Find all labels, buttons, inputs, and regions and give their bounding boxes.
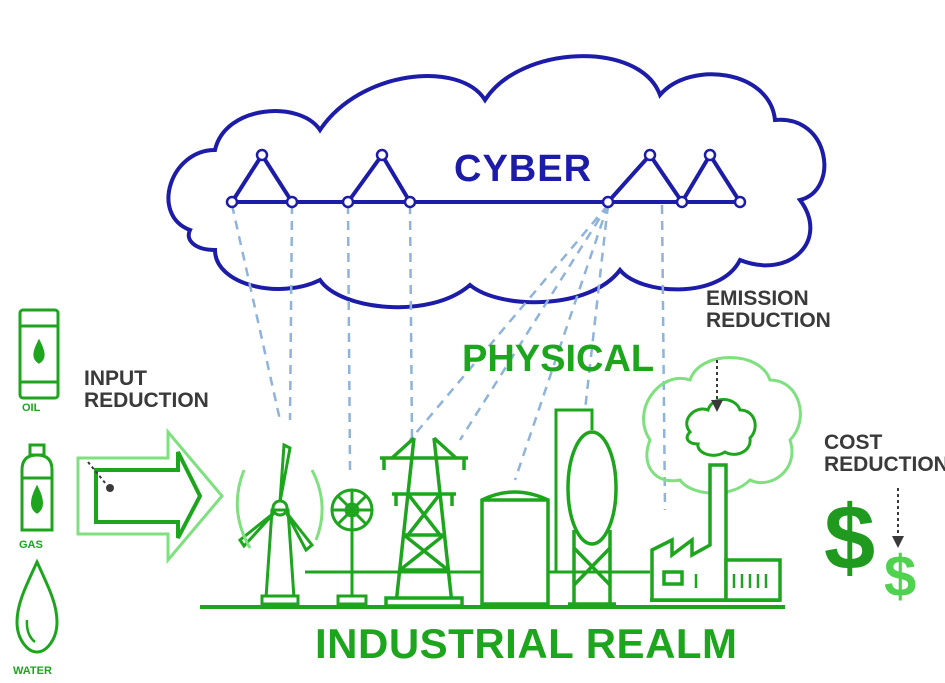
- wind-turbine-icon: [235, 442, 324, 606]
- emission-reduction-label: EMISSION REDUCTION: [706, 287, 831, 333]
- water-drop-icon: [15, 558, 59, 654]
- power-tower-icon: [380, 436, 468, 608]
- cyber-label: CYBER: [454, 148, 593, 190]
- emission-reduction-line-2: REDUCTION: [706, 309, 831, 333]
- cloud-icon: [166, 54, 827, 310]
- gas-label: GAS: [19, 539, 43, 551]
- emission-arrow-head: [711, 400, 723, 412]
- input-pointer-dot: [106, 484, 114, 492]
- network-nodes: [225, 148, 747, 209]
- dollar-big-icon: $: [824, 487, 876, 589]
- water-label: WATER: [13, 665, 52, 677]
- dollar-small-icon: $: [884, 544, 917, 609]
- oil-label: OIL: [22, 402, 41, 414]
- input-pointer: [87, 461, 107, 485]
- oil-barrel-icon: [18, 308, 60, 400]
- physical-label: PHYSICAL: [462, 338, 655, 380]
- cost-arrow-head: [892, 536, 904, 548]
- input-reduction-line-1: INPUT: [84, 367, 147, 390]
- smoke-tree-icon: [642, 356, 802, 495]
- cyber-physical-links: [230, 204, 667, 511]
- cost-reduction-line-1: COST: [824, 431, 883, 454]
- industrial-realm-label: INDUSTRIAL REALM: [315, 620, 738, 667]
- cost-reduction-label: COST REDUCTION: [824, 431, 945, 477]
- input-reduction-line-2: REDUCTION: [84, 389, 209, 413]
- storage-tank-icon: [480, 490, 550, 606]
- spherical-tank-icon: [554, 408, 618, 606]
- input-arrow-icon: [76, 427, 224, 565]
- fan-icon: [330, 488, 374, 606]
- input-reduction-label: INPUT REDUCTION: [84, 367, 209, 413]
- factory-icon: [650, 463, 782, 602]
- gas-cylinder-icon: [20, 443, 54, 532]
- cost-reduction-line-2: REDUCTION: [824, 453, 945, 477]
- emission-reduction-line-1: EMISSION: [706, 287, 809, 310]
